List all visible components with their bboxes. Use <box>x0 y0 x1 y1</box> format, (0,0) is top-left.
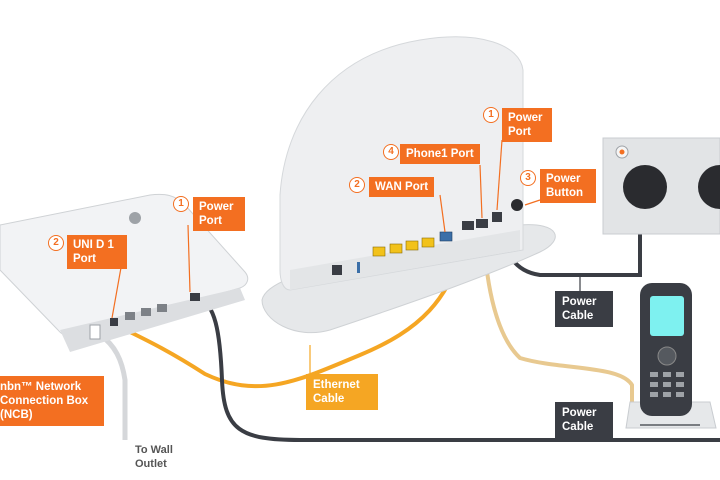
nbn-uni-port-label: UNI D 1 Port <box>67 235 127 269</box>
modem-side-port <box>332 265 342 275</box>
modem-wan-port <box>439 231 453 242</box>
modem <box>261 36 556 334</box>
modem-phone-port <box>462 221 474 230</box>
modem-phone-port-label: Phone1 Port <box>400 144 480 164</box>
nbn-port <box>157 304 167 312</box>
nbn-power-cable-label: Power Cable <box>555 402 613 438</box>
nbn-side-port <box>89 324 101 340</box>
phone-port-number: 4 <box>383 144 399 160</box>
modem-yellow-port <box>421 237 435 248</box>
modem-yellow-port <box>405 240 419 251</box>
modem-wan-port-label: WAN Port <box>369 177 435 197</box>
modem-power-port-label: Power Port <box>502 108 552 142</box>
nbn-power-port-number: 1 <box>173 196 189 212</box>
ethernet-cable <box>108 208 467 389</box>
uni-port-number: 2 <box>48 235 64 251</box>
modem-yellow-port <box>372 246 386 257</box>
modem-phone-port <box>476 219 488 228</box>
modem-power-button <box>511 199 523 211</box>
nbn-port <box>141 308 151 316</box>
outlet-plug <box>623 165 667 209</box>
modem-power-port <box>492 212 502 222</box>
nbn-port <box>125 312 135 320</box>
nbn-power-cable <box>196 294 720 442</box>
cordless-phone <box>625 283 717 429</box>
nbn-box-name-label: nbn™ Network Connection Box (NCB) <box>0 376 104 426</box>
phone-screen <box>650 296 684 336</box>
nbn-power-port-label: Power Port <box>193 197 245 231</box>
modem-power-button-label: Power Button <box>540 169 596 203</box>
ethernet-cable-label: Ethernet Cable <box>306 374 378 410</box>
power-port-number: 1 <box>483 107 499 123</box>
nbn-port <box>110 318 118 326</box>
phone-navpad <box>657 346 677 366</box>
outlet-plug <box>698 165 720 209</box>
modem-usb-port <box>357 262 360 273</box>
nbn-port <box>190 293 200 301</box>
wall-outlet-label: To Wall Outlet <box>135 444 173 470</box>
wall-outlet <box>602 137 720 235</box>
modem-yellow-port <box>389 243 403 254</box>
power-button-number: 3 <box>520 170 536 186</box>
wan-port-number: 2 <box>349 177 365 193</box>
nbn-logo-emblem <box>129 212 141 224</box>
modem-power-cable-label: Power Cable <box>555 291 613 327</box>
